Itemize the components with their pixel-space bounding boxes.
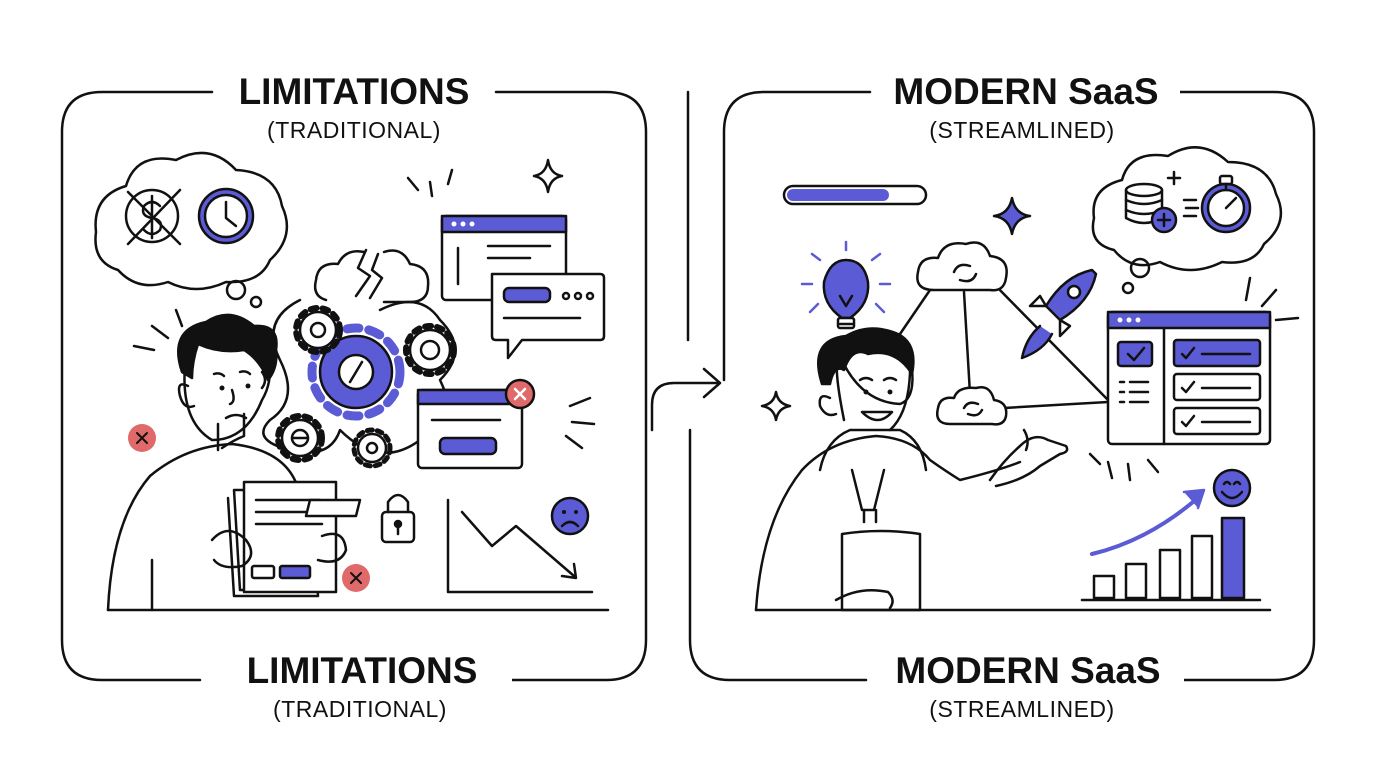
left-top-title: LIMITATIONS — [214, 73, 494, 110]
left-top-subtitle: (TRADITIONAL) — [267, 117, 441, 143]
right-panel-frame — [688, 90, 1316, 682]
error-badge-icon — [128, 424, 156, 452]
shine-lines — [1088, 276, 1300, 482]
left-bottom-title: LIMITATIONS — [212, 652, 512, 689]
right-bottom-subtitle: (STREAMLINED) — [929, 696, 1115, 722]
padlock-icon — [380, 493, 416, 544]
lightbulb-icon — [800, 240, 892, 330]
right-bottom-title: MODERN SaaS — [872, 652, 1184, 689]
declining-chart-icon — [446, 498, 594, 594]
rocket-icon — [1020, 268, 1098, 360]
cloud-sync-icon — [936, 386, 1008, 426]
left-bottom-subtitle: (TRADITIONAL) — [273, 696, 447, 722]
alert-lines — [564, 396, 596, 450]
network-connections — [898, 280, 1110, 410]
document-stack-icon — [210, 480, 362, 598]
worry-thought-cloud — [94, 151, 289, 309]
sparkle-icon — [532, 158, 564, 194]
stopwatch-icon — [1182, 174, 1252, 234]
gears-icon — [275, 305, 457, 469]
task-dashboard-icon — [1106, 310, 1272, 446]
right-top-title: MODERN SaaS — [872, 73, 1180, 110]
database-plus-icon — [1124, 170, 1182, 234]
progress-bar — [782, 184, 928, 206]
error-window-icon — [416, 378, 536, 470]
sparkle-icon — [992, 196, 1032, 236]
cloud-sync-icon — [916, 241, 1008, 292]
right-top-subtitle: (STREAMLINED) — [929, 117, 1115, 143]
growth-bar-chart-icon — [1080, 488, 1262, 602]
transition-arrow — [650, 90, 722, 432]
success-thought-cloud — [1091, 146, 1283, 295]
clock-icon — [197, 187, 255, 245]
happy-face-icon — [1212, 468, 1252, 508]
stressed-person — [106, 313, 302, 612]
chat-window-icon — [490, 272, 606, 360]
error-badge-icon — [342, 564, 370, 592]
sparkle-icon — [760, 390, 792, 422]
sad-face-icon — [550, 496, 590, 536]
left-panel-frame — [60, 90, 648, 682]
cancelled-money-icon — [124, 188, 182, 246]
stress-lines — [132, 168, 454, 352]
broken-cloud-icon — [313, 248, 430, 304]
happy-person — [754, 327, 1069, 612]
